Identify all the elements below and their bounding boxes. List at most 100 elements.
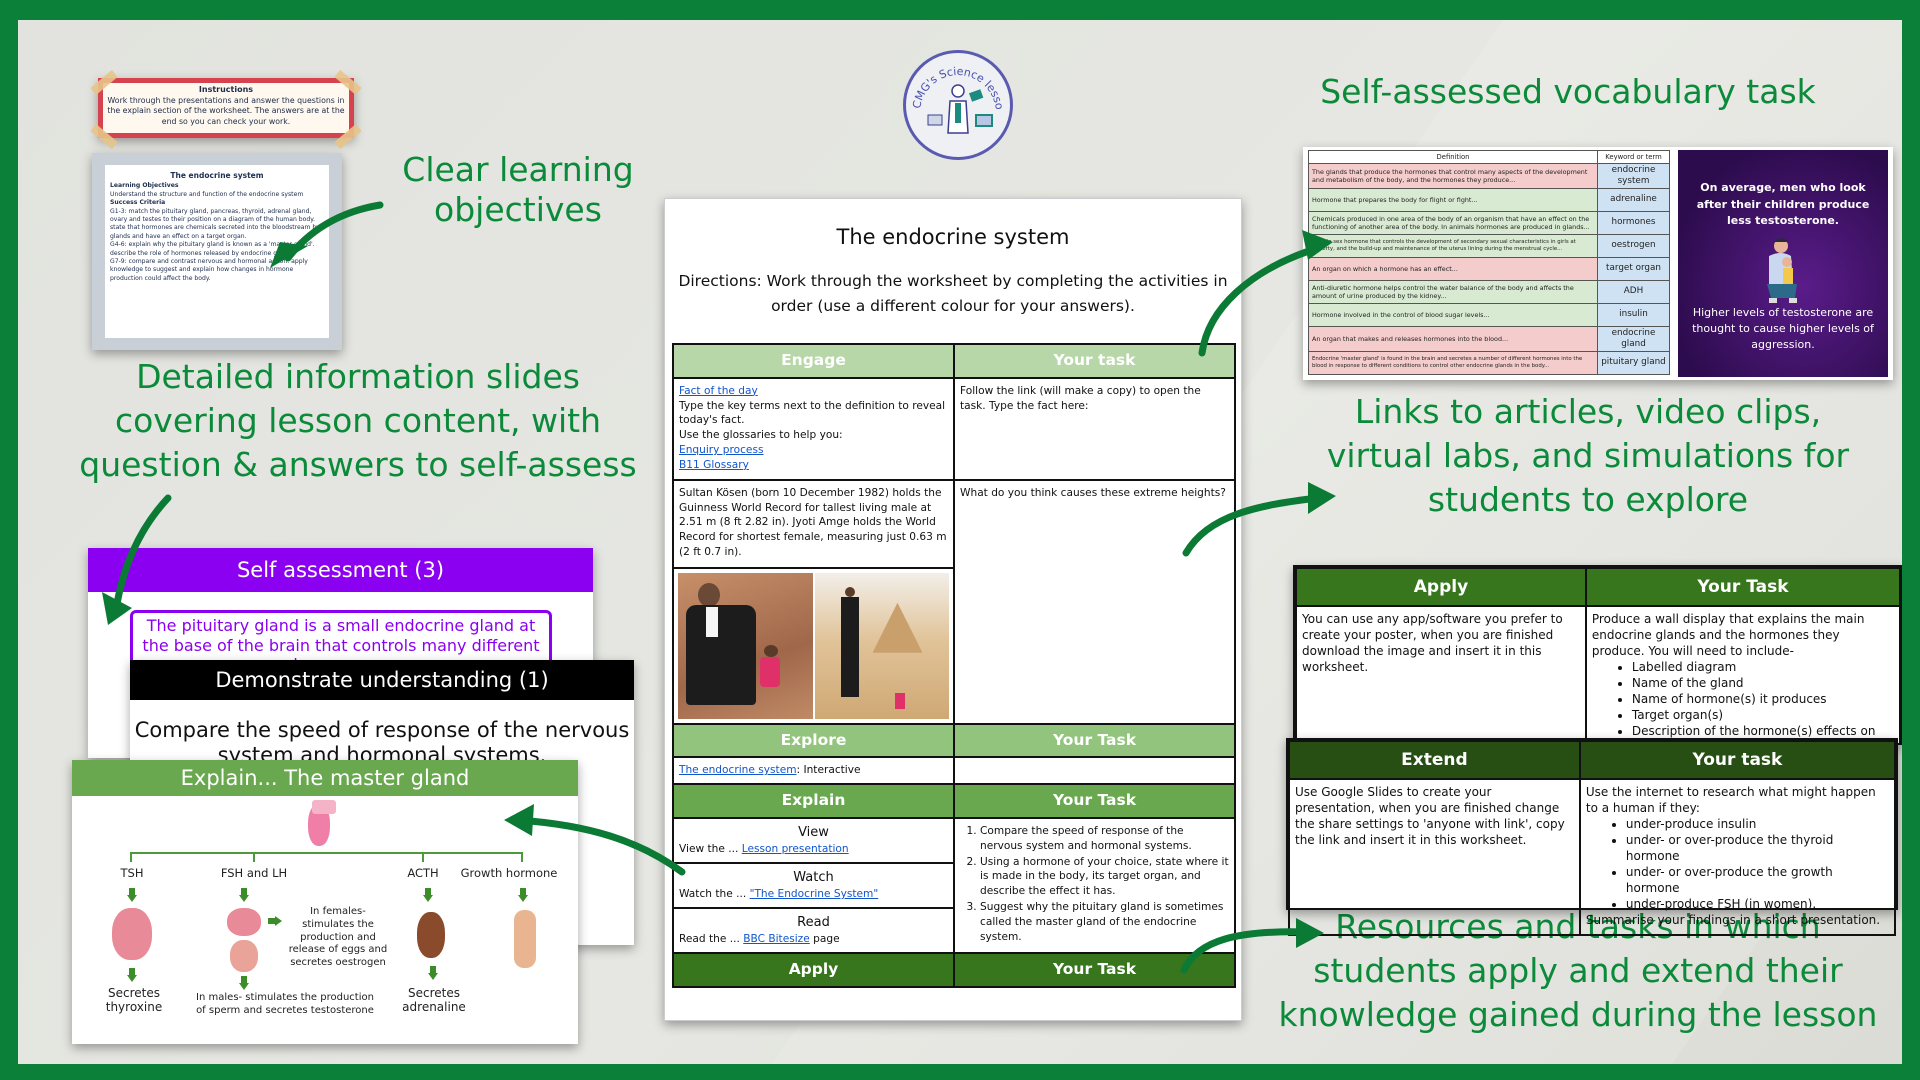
extend-bullet: under- or over-produce the growth hormon…: [1626, 865, 1889, 897]
annotation-slides: Detailed information slides covering les…: [58, 355, 658, 487]
vocab-key-input[interactable]: endocrine gland: [1597, 325, 1670, 352]
view-label: View: [798, 824, 829, 840]
annotation-line: covering lesson content, with: [114, 400, 602, 440]
female-effect: In females- stimulates the production an…: [288, 906, 388, 969]
vocab-def: Hormone that prepares the body for fligh…: [1308, 187, 1598, 212]
vocab-key-input[interactable]: adrenaline: [1597, 187, 1670, 212]
apply-bullet: Name of hormone(s) it produces: [1632, 692, 1894, 708]
bbc-bitesize-link[interactable]: BBC Bitesize: [743, 933, 810, 946]
explain-task: Suggest why the pituitary gland is somet…: [980, 900, 1229, 944]
learning-objectives-card: The endocrine system Learning Objectives…: [92, 153, 342, 350]
explore-cell: The endocrine system: Interactive: [672, 756, 955, 786]
fact-bottom: Higher levels of testosterone are though…: [1692, 306, 1874, 352]
vocab-def: Hormone involved in the control of blood…: [1308, 302, 1598, 327]
body-icon: [514, 910, 536, 968]
b11-glossary-link[interactable]: B11 Glossary: [679, 458, 749, 471]
apply-header: Apply: [672, 951, 955, 988]
vocab-key-input[interactable]: oestrogen: [1597, 233, 1670, 258]
annotation-links: Links to articles, video clips, virtual …: [1298, 390, 1878, 522]
vocab-def: Endocrine 'master gland' is found in the…: [1308, 350, 1598, 375]
annotation-vocab: Self-assessed vocabulary task: [1320, 72, 1816, 111]
endocrine-video-link[interactable]: "The Endocrine System": [749, 888, 879, 901]
vocab-key-input[interactable]: insulin: [1597, 302, 1670, 327]
view-prefix: View the ...: [679, 843, 742, 856]
engage-task-cell[interactable]: Follow the link (will make a copy) to op…: [953, 376, 1236, 481]
extend-bullets: under-produce insulin under- or over-pro…: [1586, 817, 1889, 913]
vocab-def: Chemicals produced in one area of the bo…: [1308, 210, 1598, 235]
question-cell[interactable]: What do you think causes these extreme h…: [953, 478, 1236, 725]
apply-task-header: Your Task: [953, 951, 1236, 988]
engage-task-header: Your task: [953, 343, 1236, 379]
extend-task-header: Your task: [1578, 740, 1897, 780]
annotation-line: question & answers to self-assess: [79, 444, 637, 484]
extend-bullet: under-produce FSH (in women).: [1626, 897, 1889, 913]
fact-of-the-day-link[interactable]: Fact of the day: [679, 384, 758, 397]
master-gland-title: Explain... The master gland: [72, 760, 578, 796]
annotation-line: Detailed information slides: [136, 357, 580, 396]
explain-task-list: Compare the speed of response of the ner…: [960, 824, 1229, 945]
enquiry-process-link[interactable]: Enquiry process: [679, 444, 764, 456]
vocab-def: Anti-diuretic hormone helps control the …: [1308, 279, 1598, 304]
apply-card-task-header: Your Task: [1584, 567, 1901, 607]
explain-task-header: Your Task: [953, 783, 1236, 819]
extend-outro: Summarise your findings in a short prese…: [1585, 912, 1881, 927]
read-suffix: page: [809, 933, 840, 946]
engage-header: Engage: [672, 343, 955, 379]
pituitary-icon: [308, 804, 330, 846]
testes-icon: [230, 940, 258, 972]
hormone-fsh-lh: FSH and LH: [220, 866, 288, 880]
read-label: Read: [797, 914, 830, 930]
annotation-line: students apply and extend their: [1313, 950, 1843, 990]
apply-bullet: Target organ(s): [1632, 708, 1894, 724]
annotation-line: Clear learning: [402, 150, 634, 189]
apply-intro: Produce a wall display that explains the…: [1591, 612, 1865, 658]
fact-top: On average, men who look after their chi…: [1696, 181, 1870, 227]
endocrine-interactive-link[interactable]: The endocrine system: [679, 764, 797, 777]
extend-intro: Use the internet to research what might …: [1585, 785, 1876, 815]
annotation-objectives: Clear learning objectives: [368, 150, 668, 231]
fact-reveal-panel: On average, men who look after their chi…: [1678, 150, 1888, 377]
annotation-line: virtual labs, and simulations for: [1326, 435, 1850, 475]
explore-task-cell[interactable]: [953, 756, 1236, 786]
vocab-key-input[interactable]: target organ: [1597, 256, 1670, 281]
sc-2: G4-6: explain why the pituitary gland is…: [110, 241, 315, 257]
acth-effect: Secretes adrenaline: [402, 986, 466, 1015]
sc-label: Success Criteria: [110, 199, 166, 207]
photo-cell: [672, 566, 955, 725]
objectives-title: The endocrine system: [170, 171, 264, 180]
hormone-acth: ACTH: [407, 866, 439, 880]
hypothalamus-icon: [312, 800, 336, 814]
annotation-line: Links to articles, video clips,: [1354, 392, 1822, 431]
vocab-key-input[interactable]: pituitary gland: [1597, 350, 1670, 375]
vocab-key-input[interactable]: hormones: [1597, 210, 1670, 235]
self-assessment-title: Self assessment (3): [88, 548, 593, 592]
explore-task-header: Your Task: [953, 722, 1236, 759]
worksheet-document: The endocrine system Directions: Work th…: [664, 198, 1242, 1021]
vocab-def: An organ that makes and releases hormone…: [1308, 325, 1598, 352]
vocab-key-input[interactable]: ADH: [1597, 279, 1670, 304]
lesson-presentation-link[interactable]: Lesson presentation: [741, 843, 849, 856]
extend-left[interactable]: Use Google Slides to create your present…: [1288, 778, 1581, 936]
ovaries-icon: [227, 908, 261, 936]
read-prefix: Read the ...: [679, 933, 744, 946]
col-definition: Definition: [1308, 150, 1598, 164]
hormone-tsh: TSH: [120, 866, 144, 880]
sc-3: G7-9: compare and contrast nervous and h…: [110, 258, 308, 282]
explain-task: Using a hormone of your choice, state wh…: [980, 855, 1229, 899]
father-child-icon: [1767, 237, 1797, 303]
adrenal-kidney-icon: [417, 912, 445, 958]
tsh-effect: Secretes thyroxine: [105, 986, 163, 1015]
tree-connector: [130, 852, 523, 862]
annotation-line: knowledge gained during the lesson: [1278, 994, 1878, 1034]
apply-card-left[interactable]: You can use any app/software you prefer …: [1295, 605, 1587, 743]
cmg-logo: CMG's Science lessons: [903, 50, 1013, 160]
vocab-key-input[interactable]: endocrine system: [1597, 163, 1670, 189]
explain-tasks-cell[interactable]: Compare the speed of response of the ner…: [953, 816, 1236, 954]
apply-card-right: Produce a wall display that explains the…: [1584, 605, 1901, 743]
annotation-line: students to explore: [1427, 479, 1749, 519]
engage-text: Type the key terms next to the definitio…: [679, 399, 946, 427]
